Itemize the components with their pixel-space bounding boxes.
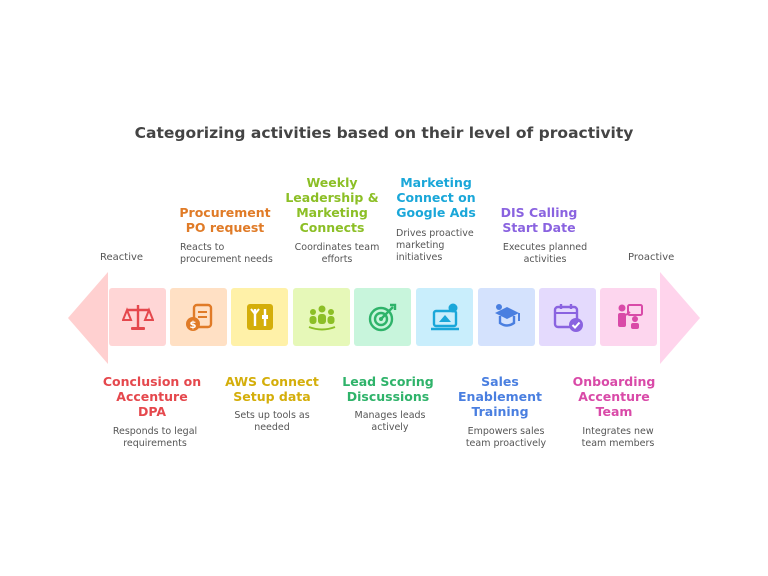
team-icon bbox=[308, 305, 335, 331]
step-heading: DIS Calling Start Date bbox=[500, 205, 578, 235]
step-heading: Lead Scoring Discussions bbox=[342, 374, 434, 404]
step-tile bbox=[293, 288, 350, 346]
tools-icon bbox=[246, 304, 273, 330]
step-description: Integrates new team members bbox=[581, 426, 655, 449]
reactive-label: Reactive bbox=[100, 252, 144, 263]
step-heading: Sales Enablement Training bbox=[458, 374, 542, 419]
step-tile bbox=[539, 288, 596, 346]
dollar-document-icon: $ bbox=[185, 303, 212, 331]
arrow-right-head bbox=[660, 272, 700, 364]
step-description: Manages leads actively bbox=[354, 410, 426, 433]
step-description: Reacts to procurement needs bbox=[180, 242, 273, 265]
step-heading: Weekly Leadership & Marketing Connects bbox=[285, 175, 379, 235]
arrow-left-head bbox=[68, 272, 108, 364]
calendar-check-icon bbox=[553, 304, 583, 332]
svg-text:$: $ bbox=[189, 320, 196, 331]
step-heading: Onboarding Accenture Team bbox=[572, 374, 656, 419]
step-tile bbox=[231, 288, 288, 346]
page-title: Categorizing activities based on their l… bbox=[134, 124, 634, 142]
scales-icon bbox=[121, 305, 154, 330]
step-description: Empowers sales team proactively bbox=[465, 426, 547, 449]
step-tile: $ bbox=[170, 288, 227, 346]
step-heading: AWS Connect Setup data bbox=[225, 374, 319, 404]
step-description: Responds to legal requirements bbox=[112, 426, 198, 449]
proactive-label: Proactive bbox=[628, 252, 675, 263]
step-tile bbox=[416, 288, 473, 346]
onboarding-icon bbox=[617, 304, 643, 329]
step-description: Drives proactive marketing initiatives bbox=[396, 228, 474, 263]
step-tile bbox=[354, 288, 411, 346]
step-description: Sets up tools as needed bbox=[234, 410, 310, 433]
graduation-icon bbox=[494, 304, 520, 327]
step-description: Executes planned activities bbox=[502, 242, 588, 265]
step-description: Coordinates team efforts bbox=[294, 242, 380, 265]
step-tile bbox=[600, 288, 657, 346]
step-heading: Conclusion on Accenture DPA bbox=[102, 374, 202, 419]
laptop-upload-icon bbox=[430, 303, 459, 331]
step-heading: Procurement PO request bbox=[179, 205, 271, 235]
target-icon bbox=[368, 303, 396, 332]
step-tile bbox=[478, 288, 535, 346]
step-tile bbox=[109, 288, 166, 346]
step-heading: Marketing Connect on Google Ads bbox=[396, 175, 476, 220]
